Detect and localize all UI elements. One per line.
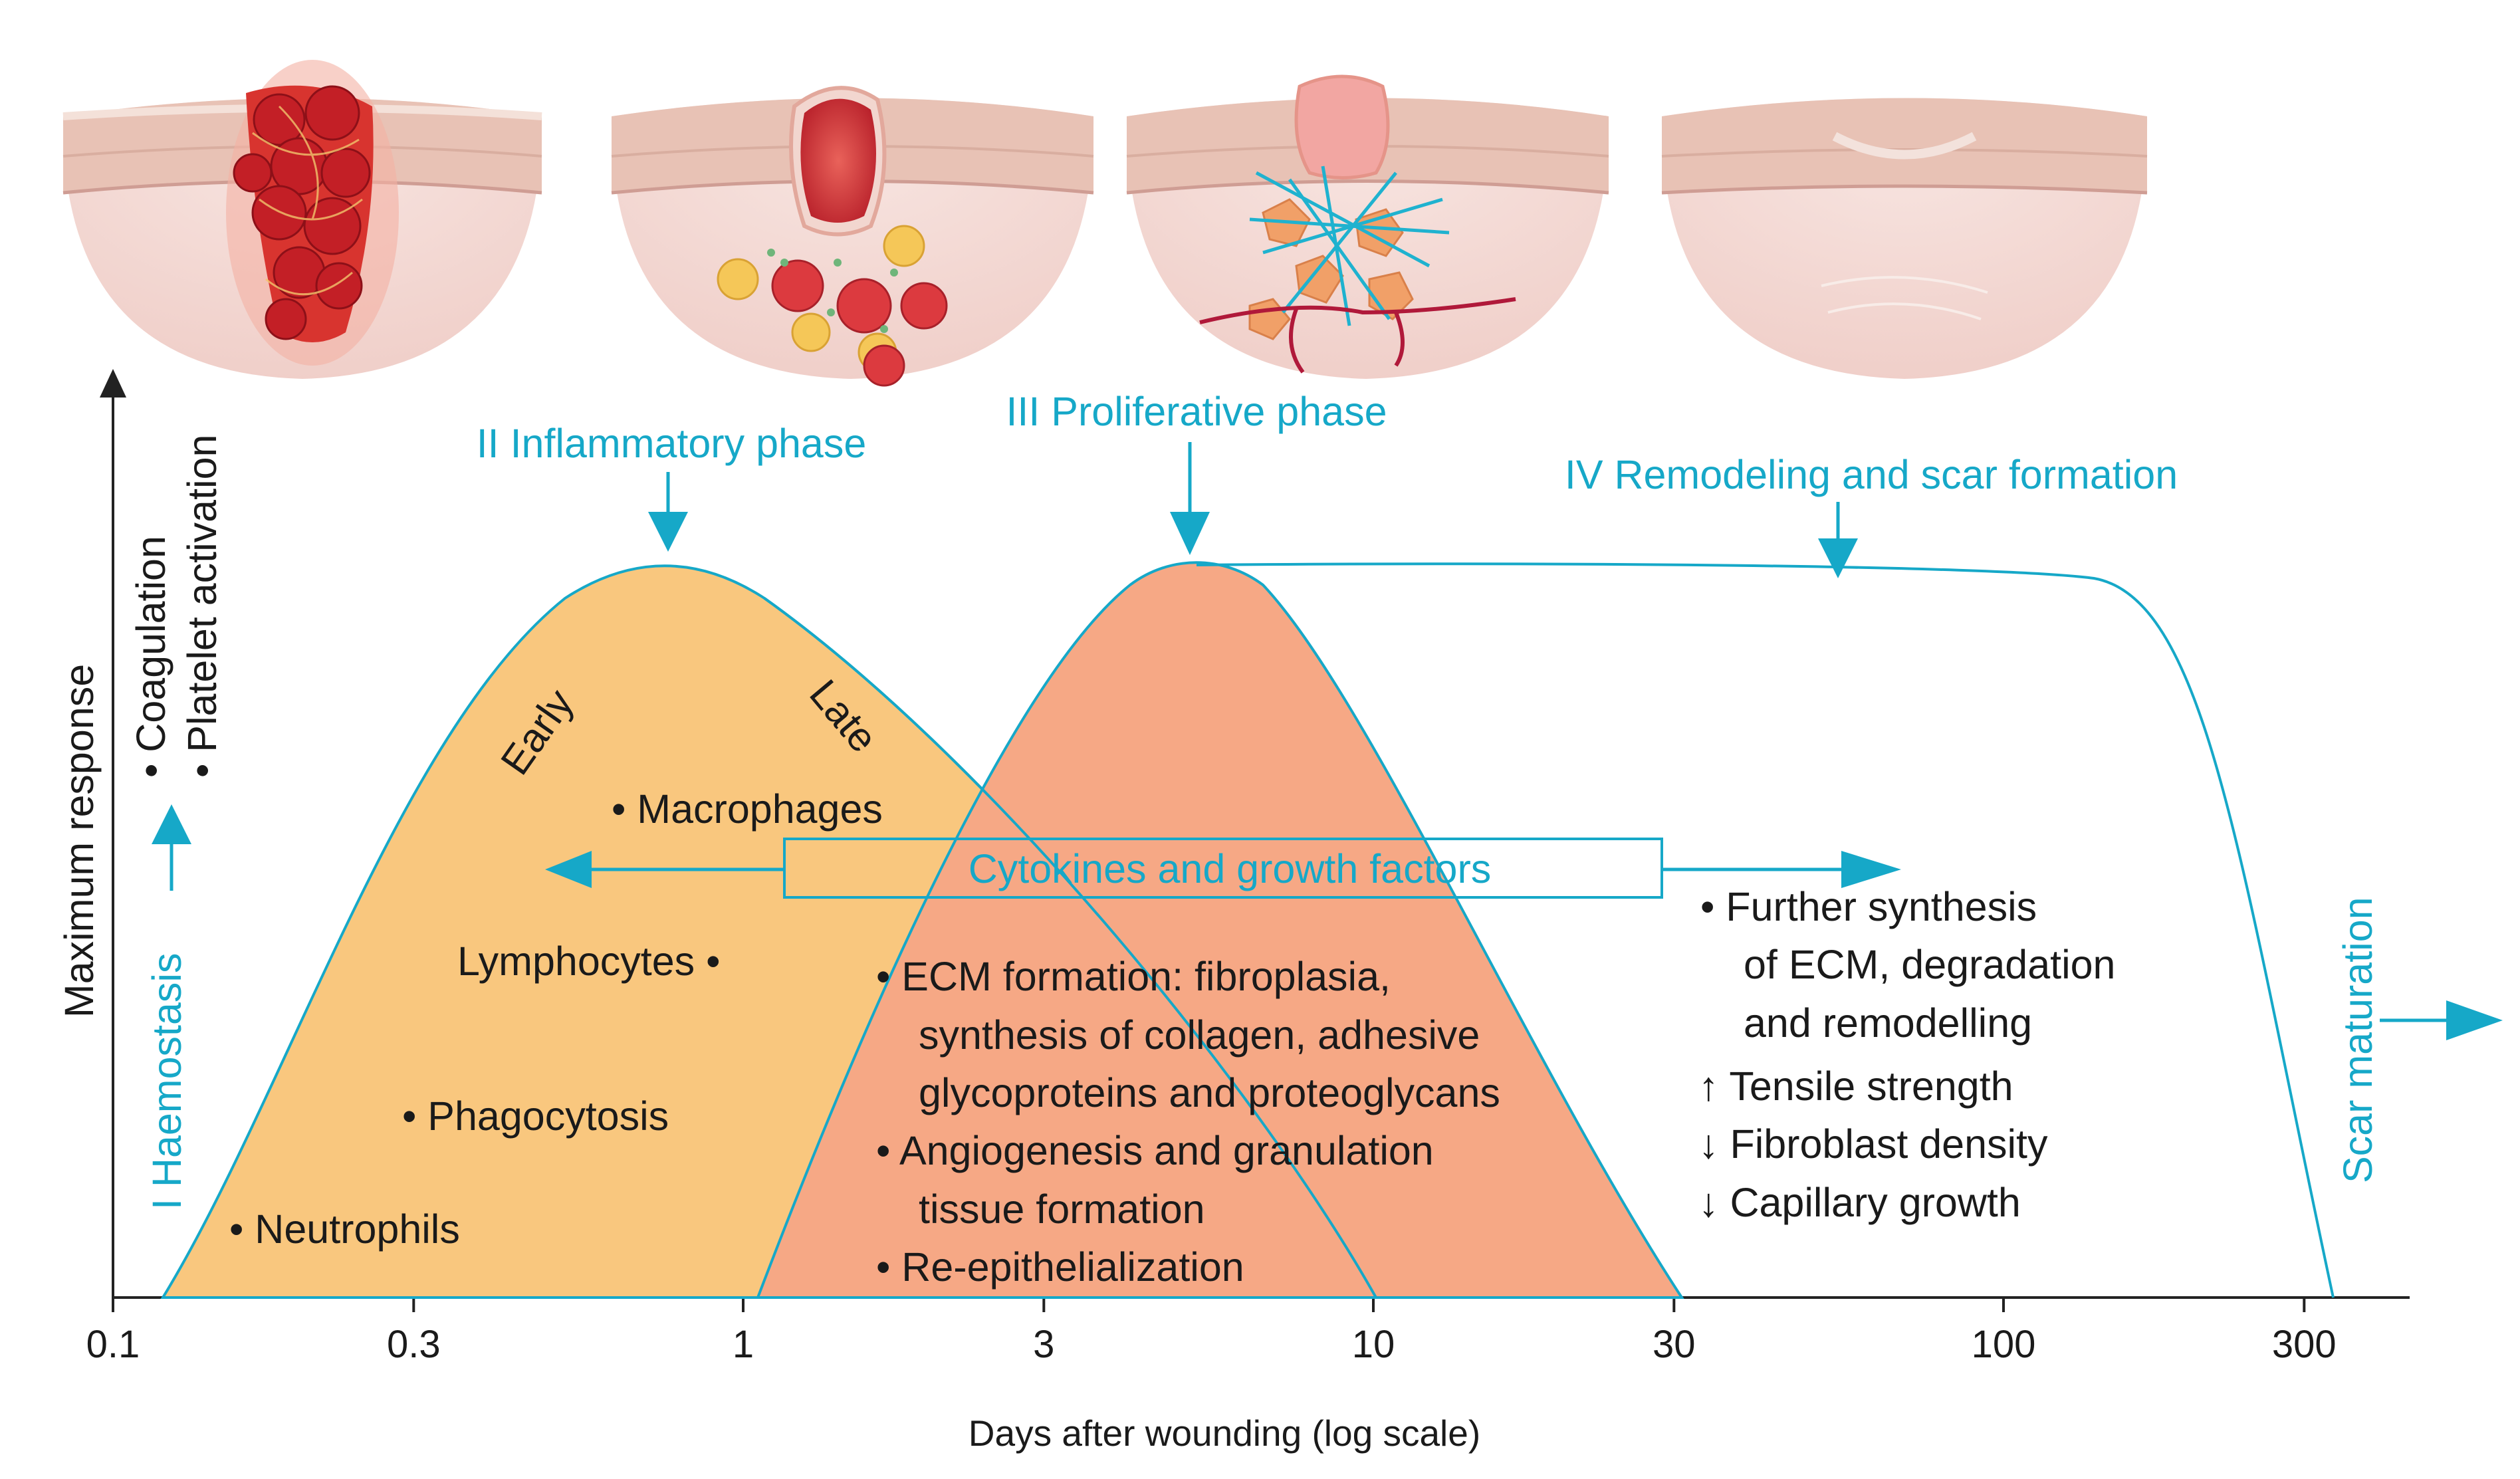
x-tick-label: 3 — [1033, 1323, 1054, 1366]
axes: 0.1 0.3 1 3 10 30 100 300 Days after wounding (… — [57, 369, 2410, 1454]
x-tick-label: 300 — [2272, 1323, 2337, 1366]
neutrophils-item: • Neutrophils — [229, 1206, 460, 1252]
cytokines-left-arrowhead — [545, 851, 592, 888]
macrophages-item: • Macrophages — [612, 786, 883, 832]
cytokines-right-arrowhead — [1841, 851, 1901, 888]
remodeling-item-4: ↑ Tensile strength — [1698, 1064, 2013, 1109]
inflammatory-phase-arrowhead — [648, 512, 688, 552]
haemostasis-annotation: I Haemostasis • Coagulation • Platelet a… — [128, 435, 225, 1210]
x-axis-label: Days after wounding (log scale) — [969, 1413, 1480, 1454]
proliferative-item-1: • ECM formation: fibroplasia, — [876, 954, 1391, 999]
proliferative-item-5: tissue formation — [919, 1187, 1205, 1232]
cytokines-annotation: Cytokines and growth factors — [545, 838, 1901, 899]
x-tick-label: 30 — [1653, 1323, 1696, 1366]
remodeling-phase-label: IV Remodeling and scar formation — [1565, 452, 2178, 497]
inflammatory-late-outline — [763, 597, 1377, 1298]
remodeling-item-5: ↓ Fibroblast density — [1698, 1121, 2048, 1167]
remodeling-item-3: and remodelling — [1744, 1000, 2032, 1046]
x-tick-label: 100 — [1972, 1323, 2036, 1366]
proliferative-phase-label: III Proliferative phase — [1006, 389, 1387, 434]
remodeling-item-2: of ECM, degradation — [1744, 942, 2115, 987]
proliferative-item-4: • Angiogenesis and granulation — [876, 1128, 1434, 1173]
remodeling-phase-arrowhead — [1818, 538, 1858, 578]
proliferative-phase-arrowhead — [1170, 512, 1210, 555]
phagocytosis-item: • Phagocytosis — [402, 1093, 669, 1139]
proliferative-phase-curve — [756, 561, 1684, 1299]
proliferative-item-6: • Re-epithelialization — [876, 1244, 1244, 1290]
proliferative-item-2: synthesis of collagen, adhesive — [919, 1012, 1480, 1058]
proliferative-item-3: glycoproteins and proteoglycans — [919, 1070, 1500, 1115]
remodeling-item-1: • Further synthesis — [1700, 884, 2037, 929]
scar-maturation-arrowhead — [2446, 1000, 2503, 1040]
skin-scar-illustration — [1661, 98, 2148, 379]
x-tick-label: 10 — [1352, 1323, 1395, 1366]
remodeling-curve — [1196, 562, 2335, 1298]
scar-maturation-annotation: Scar maturation — [2335, 897, 2503, 1183]
proliferative-annotation: III Proliferative phase • ECM formation:… — [876, 389, 1500, 1290]
haemostasis-item-coagulation: • Coagulation — [128, 536, 173, 778]
x-axis-ticks: 0.1 0.3 1 3 10 30 100 300 — [86, 1298, 2337, 1366]
haemostasis-arrowhead — [152, 804, 191, 844]
x-tick-label: 0.1 — [86, 1323, 140, 1366]
remodeling-item-6: ↓ Capillary growth — [1698, 1180, 2021, 1225]
y-axis-arrowhead — [100, 369, 126, 398]
skin-clot-illustration — [62, 60, 542, 379]
lymphocytes-item: Lymphocytes • — [457, 939, 720, 984]
x-tick-label: 0.3 — [387, 1323, 441, 1366]
haemostasis-label: I Haemostasis — [144, 953, 189, 1210]
scar-maturation-label: Scar maturation — [2335, 897, 2380, 1183]
cytokines-label: Cytokines and growth factors — [969, 846, 1492, 891]
haemostasis-item-platelet: • Platelet activation — [179, 435, 225, 778]
y-axis-label: Maximum response — [57, 664, 102, 1018]
inflammatory-phase-label: II Inflammatory phase — [477, 421, 867, 466]
skin-proliferation-illustration — [1126, 74, 1609, 379]
x-tick-label: 1 — [733, 1323, 754, 1366]
skin-inflammation-illustration — [611, 86, 1094, 387]
remodeling-annotation: IV Remodeling and scar formation • Furth… — [1565, 452, 2178, 1225]
